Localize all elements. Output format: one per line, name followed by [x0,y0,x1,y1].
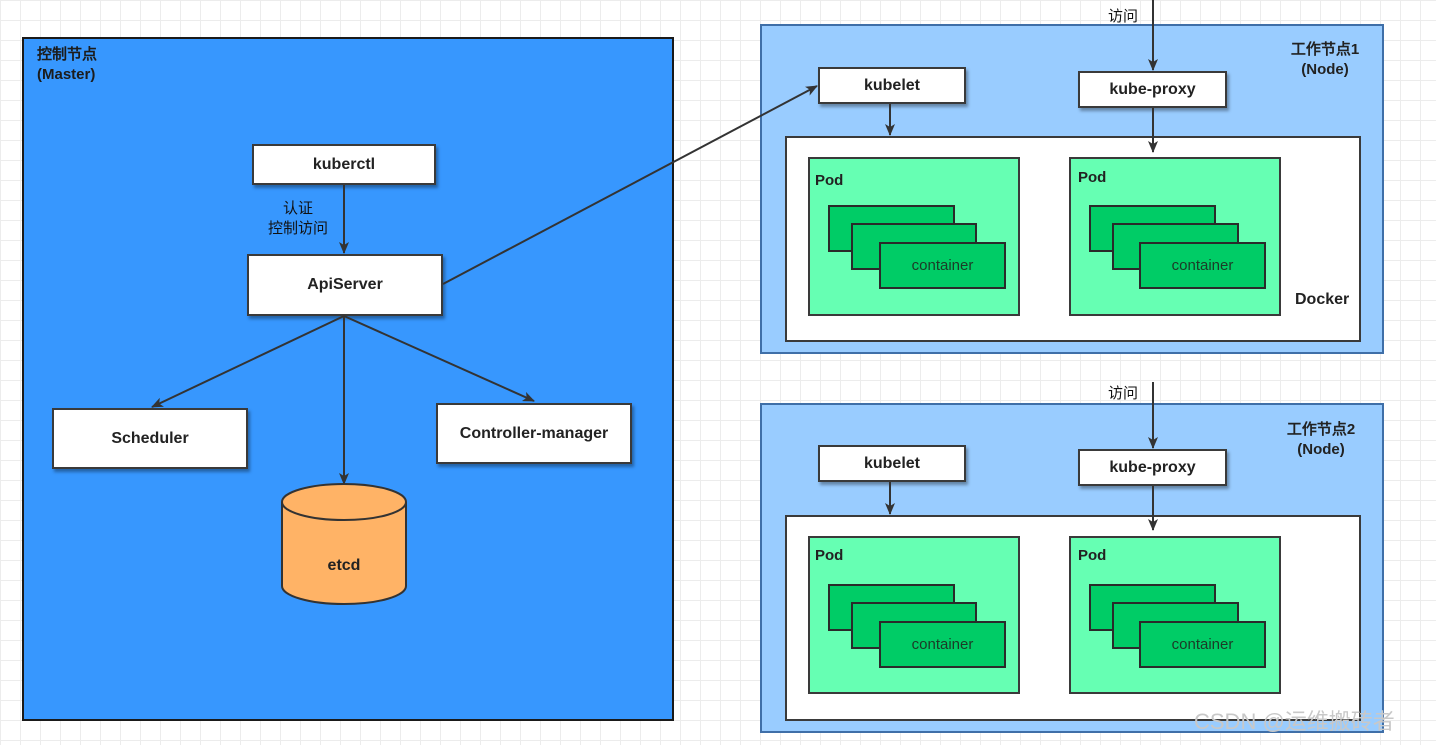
master-title-line1: 控制节点 [37,46,98,63]
worker-node-2-title-line1: 工作节点2 [1286,421,1356,438]
kubelet-box-2: kubelet [818,445,966,482]
etcd-cylinder [281,483,407,605]
etcd-label: etcd [327,557,361,574]
watermark: CSDN @运维搬砖者 [1194,709,1395,734]
container-1b-front: container [1139,242,1266,289]
pod-2a-label: Pod [815,547,844,564]
auth-label-line2: 控制访问 [267,220,328,237]
worker-node-1-access-label: 访问 [1108,8,1139,25]
worker-node-2-access-label: 访问 [1108,385,1139,402]
docker-label: Docker [1295,291,1350,308]
pod-2b-label: Pod [1078,547,1107,564]
worker-node-1-title-line1: 工作节点1 [1290,41,1360,58]
master-title-line2: (Master) [37,66,96,83]
worker-node-1-title-line2: (Node) [1301,61,1349,78]
apiserver-box: ApiServer [247,254,443,316]
pod-1a-label: Pod [815,172,844,189]
kube-proxy-box-1: kube-proxy [1078,71,1227,108]
container-2b-front: container [1139,621,1266,668]
worker-node-2-title: 工作节点2 (Node) [1279,420,1363,460]
arrow-apiserver-controller [343,315,535,402]
controller-manager-box: Controller-manager [436,403,632,464]
kubelet-box-1: kubelet [818,67,966,104]
arrow-apiserver-kubelet [442,85,818,285]
kube-proxy-box-2: kube-proxy [1078,449,1227,486]
arrow-apiserver-scheduler [151,315,345,408]
container-1a-front: container [879,242,1006,289]
worker-node-2-title-line2: (Node) [1297,441,1345,458]
worker-node-1-title: 工作节点1 (Node) [1283,40,1367,80]
kuberctl-box: kuberctl [252,144,436,185]
pod-1b-label: Pod [1078,169,1107,186]
container-2a-front: container [879,621,1006,668]
auth-label: 认证 控制访问 [262,199,334,239]
auth-label-line1: 认证 [282,200,313,217]
scheduler-box: Scheduler [52,408,248,469]
master-title: 控制节点 (Master) [37,45,97,85]
